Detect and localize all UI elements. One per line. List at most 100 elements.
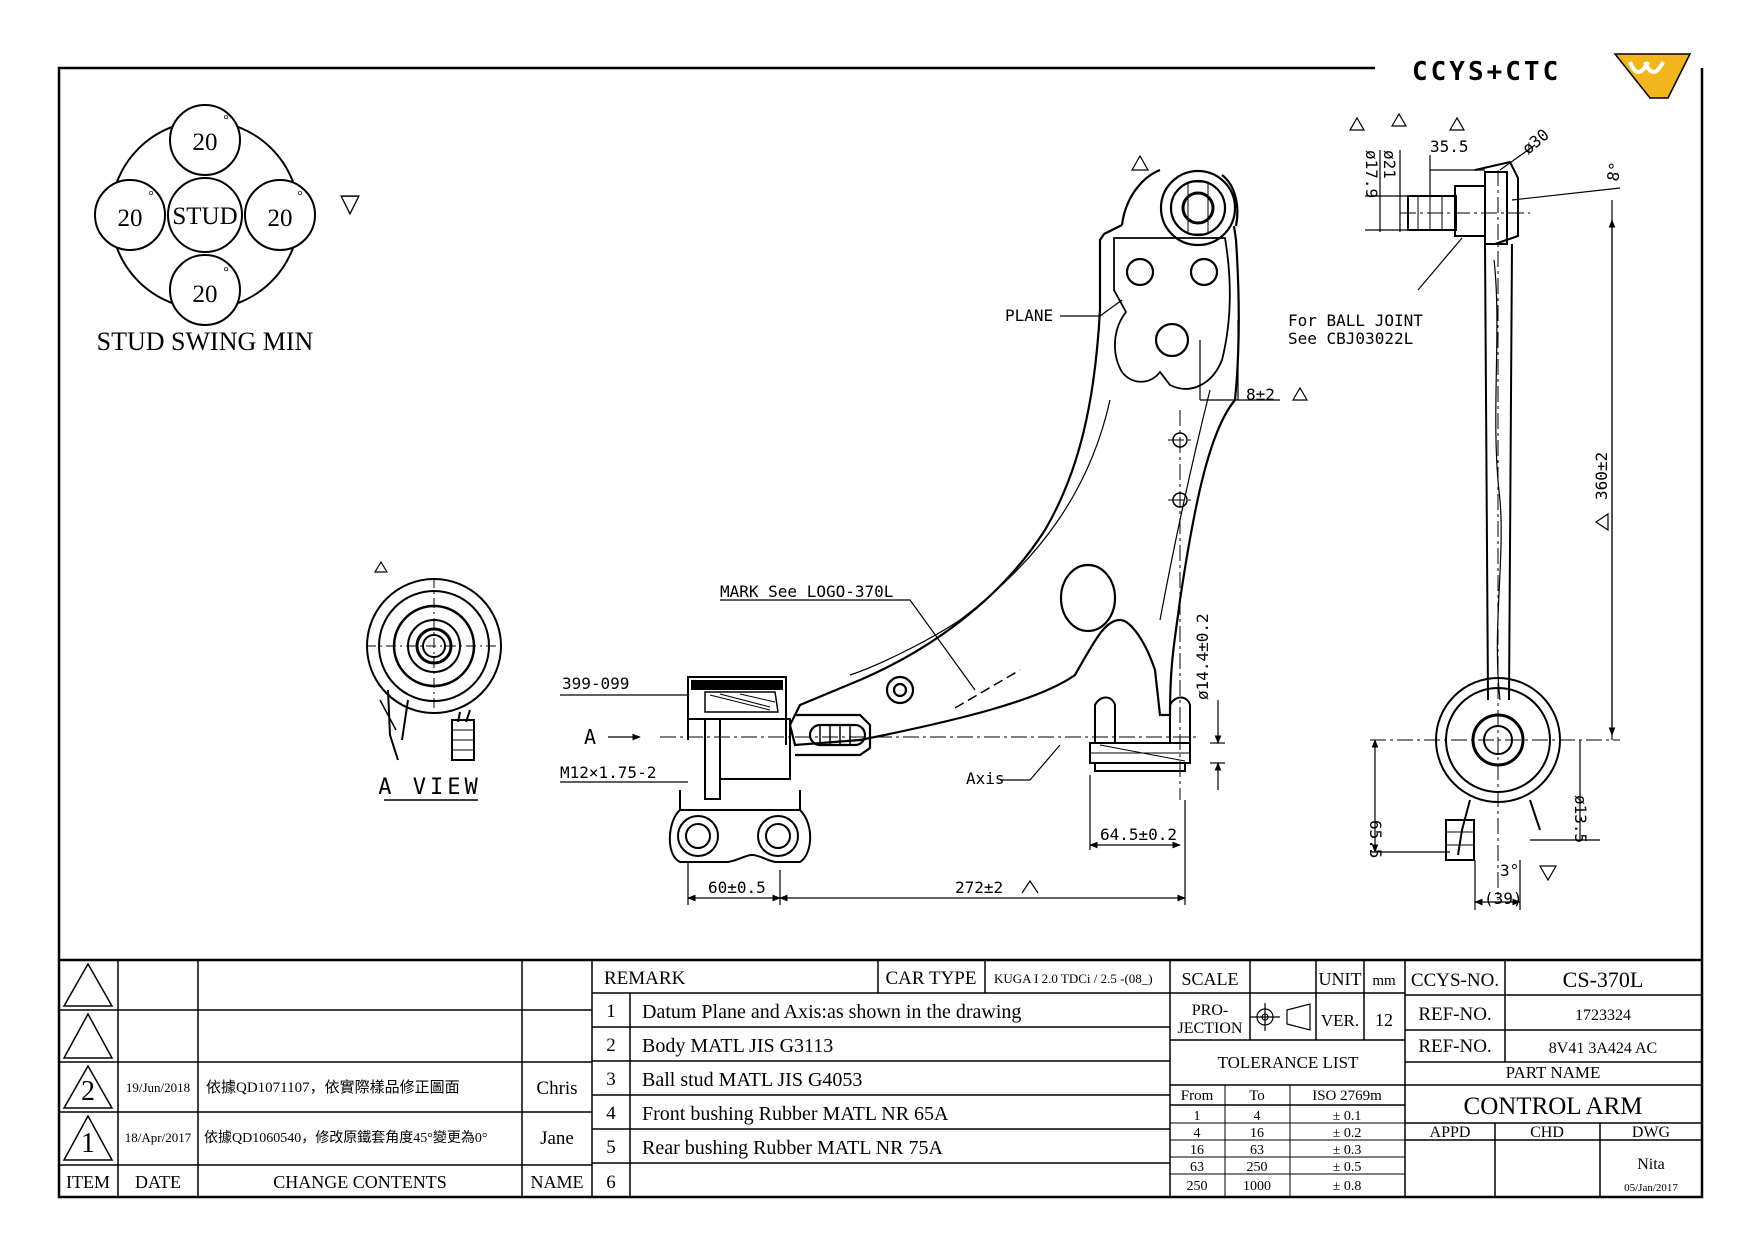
drawing-frame (57, 66, 1704, 1199)
svg-text:°: ° (148, 189, 154, 204)
stud-label: STUD (172, 203, 237, 230)
remark-table-text: REMARK CAR TYPE KUGA I 2.0 TDCi / 2.5 -(… (604, 968, 1153, 1193)
datum-targets (1172, 432, 1188, 508)
plane-label: PLANE (1005, 306, 1053, 325)
svg-text:DWG: DWG (1632, 1124, 1671, 1141)
control-arm-body (788, 168, 1240, 757)
svg-text:CCYS+CTC: CCYS+CTC (1412, 57, 1561, 87)
svg-text:PRO-: PRO- (1192, 1002, 1228, 1019)
ball-joint-label-1: For BALL JOINT (1288, 311, 1423, 330)
angle-left: 20 (118, 205, 143, 232)
ccys-label: CCYS-NO. (1411, 970, 1499, 991)
svg-text:°: ° (223, 265, 229, 280)
svg-text:16: 16 (1250, 1126, 1264, 1141)
title-block-grid (59, 958, 1702, 1197)
a-view-title: A VIEW (378, 775, 481, 801)
bushing-part-label: 399-099 (562, 674, 629, 693)
stud-swing-labels: STUD 20 20 20 20 ° ° ° ° STUD SWING MIN (97, 113, 314, 356)
svg-text:NAME: NAME (531, 1172, 584, 1192)
svg-text:± 0.8: ± 0.8 (1333, 1179, 1362, 1194)
rev-2-date: 19/Jun/2018 (126, 1080, 190, 1095)
dim-272: 272±2 (955, 878, 1003, 897)
mark-label: MARK See LOGO-370L (720, 582, 893, 601)
scale-block-text: SCALE UNIT mm PRO- JECTION VER. 12 TOLER… (1178, 969, 1396, 1194)
a-view-drawing (366, 560, 502, 761)
svg-text:ISO 2769m: ISO 2769m (1312, 1088, 1382, 1104)
dim-3-deg: 3° (1500, 861, 1519, 880)
svg-text:250: 250 (1187, 1179, 1208, 1194)
revision-triangles (1021, 154, 1309, 894)
dim-8-deg: 8° (1603, 160, 1625, 182)
svg-text:APPD: APPD (1430, 1124, 1471, 1141)
ref-label-2: REF-NO. (1418, 1036, 1491, 1057)
svg-text:250: 250 (1247, 1160, 1268, 1175)
remark-5: Rear bushing Rubber MATL NR 75A (642, 1137, 943, 1159)
rev-1-item: 1 (81, 1128, 95, 1159)
dim-14-4: ø14.4±0.2 (1193, 613, 1212, 700)
dim-35-5: 35.5 (1430, 137, 1469, 156)
rev-1-date: 18/Apr/2017 (125, 1130, 192, 1145)
svg-text:16: 16 (1190, 1143, 1204, 1158)
svg-text:4: 4 (1254, 1109, 1261, 1124)
ball-joint-label-2: See CBJ03022L (1288, 329, 1413, 348)
side-view-dimensions (1365, 144, 1621, 910)
ver-label: VER. (1321, 1011, 1359, 1030)
svg-text:± 0.2: ± 0.2 (1333, 1126, 1362, 1141)
unit-value: mm (1372, 973, 1396, 989)
dim-13-5: ø13.5 (1571, 795, 1590, 843)
ccys-number: CS-370L (1563, 967, 1644, 992)
svg-text:From: From (1181, 1088, 1214, 1104)
svg-text:ITEM: ITEM (66, 1172, 110, 1192)
side-view-triangles (1348, 112, 1609, 882)
thread-label: M12×1.75-2 (560, 763, 656, 782)
stud-swing-title: STUD SWING MIN (97, 327, 314, 356)
title-block-right-text: CCYS-NO. CS-370L REF-NO. 1723324 REF-NO.… (1411, 967, 1678, 1194)
svg-text:CHANGE CONTENTS: CHANGE CONTENTS (273, 1172, 447, 1192)
ref-number-2: 8V41 3A424 AC (1549, 1040, 1657, 1057)
remark-4: Front bushing Rubber MATL NR 65A (642, 1103, 949, 1125)
svg-text:4: 4 (1194, 1126, 1201, 1141)
revision-table-text: 2 19/Jun/2018 依據QD1071107，依實際樣品修正圖面 Chri… (66, 1076, 584, 1192)
svg-text:5: 5 (606, 1137, 616, 1158)
svg-text:63: 63 (1250, 1143, 1264, 1158)
scale-label: SCALE (1181, 969, 1238, 989)
svg-text:A VIEW: A VIEW (378, 775, 481, 800)
angle-bottom: 20 (193, 281, 218, 308)
tolerance-title: TOLERANCE LIST (1218, 1053, 1359, 1072)
dim-64-5: 64.5±0.2 (1100, 825, 1177, 844)
svg-text:°: ° (223, 113, 229, 128)
front-bushing (668, 676, 812, 863)
svg-text:To: To (1249, 1088, 1265, 1104)
dim-360: 360±2 (1592, 452, 1611, 500)
ccys-ctc-logo: CCYS+CTC (1412, 53, 1692, 99)
svg-text:2: 2 (606, 1035, 616, 1056)
svg-text:1000: 1000 (1243, 1179, 1271, 1194)
remark-2: Body MATL JIS G3113 (642, 1035, 833, 1057)
svg-text:JECTION: JECTION (1178, 1020, 1243, 1037)
unit-label: UNIT (1319, 969, 1362, 989)
drawing-date: 05/Jan/2017 (1624, 1182, 1678, 1194)
main-view-labels: PLANE MARK See LOGO-370L 399-099 A M12×1… (560, 306, 1275, 897)
dim-8: 8±2 (1246, 385, 1275, 404)
part-name: CONTROL ARM (1464, 1093, 1643, 1120)
stud-swing-diagram (94, 104, 316, 326)
ref-label-1: REF-NO. (1418, 1004, 1491, 1025)
rev-1-name: Jane (540, 1128, 574, 1149)
svg-text:63: 63 (1190, 1160, 1204, 1175)
rear-bushing (1089, 696, 1191, 772)
dim-17-9: ø17.9 (1362, 150, 1381, 198)
svg-text:1: 1 (606, 1001, 616, 1022)
ver-value: 12 (1375, 1010, 1393, 1030)
projection-symbol (1250, 1003, 1311, 1031)
dimension-lines (560, 299, 1280, 905)
ref-number-1: 1723324 (1575, 1007, 1631, 1024)
svg-text:3: 3 (606, 1069, 616, 1090)
center-lines (660, 410, 1200, 800)
rev-2-name: Chris (536, 1078, 577, 1099)
angle-right: 20 (268, 205, 293, 232)
rev-2-item: 2 (81, 1076, 95, 1107)
svg-text:1: 1 (1194, 1109, 1201, 1124)
rev-1-content: 依據QD1060540，修改原鐵套角度45°變更為0° (204, 1129, 487, 1146)
svg-text:± 0.3: ± 0.3 (1333, 1143, 1362, 1158)
